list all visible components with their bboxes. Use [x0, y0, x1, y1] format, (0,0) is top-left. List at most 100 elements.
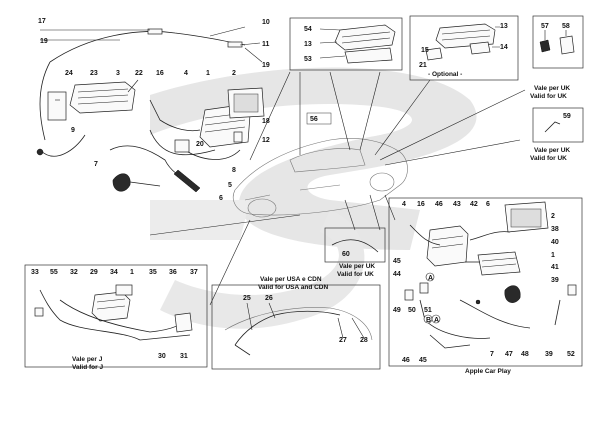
top-label-54: 54 [304, 26, 312, 33]
label-23: 23 [90, 70, 98, 77]
label-17: 17 [38, 18, 46, 25]
label-2: 2 [232, 70, 236, 77]
apple-label-38: 38 [551, 226, 559, 233]
label-10: 10 [262, 19, 270, 26]
optional-caption: - Optional - [428, 71, 462, 78]
optional-label-15: 15 [421, 47, 429, 54]
apple-label-45b: 45 [419, 357, 427, 364]
label-6: 6 [219, 195, 223, 202]
j-label-30: 30 [158, 353, 166, 360]
j-label-32: 32 [70, 269, 78, 276]
apple-caption: Apple Car Play [465, 368, 511, 375]
uk-box-center [324, 227, 386, 263]
label-7: 7 [94, 161, 98, 168]
usa-caption-it: Vale per USA e CDN [260, 276, 322, 283]
j-label-37: 37 [190, 269, 198, 276]
label-19a: 19 [40, 38, 48, 45]
j-label-34: 34 [110, 269, 118, 276]
usa-label-25: 25 [243, 295, 251, 302]
j-label-1: 1 [130, 269, 134, 276]
apple-label-52: 52 [567, 351, 575, 358]
top-box [289, 17, 403, 71]
label-5: 5 [228, 182, 232, 189]
apple-marker-a2: A [434, 317, 439, 324]
apple-label-50: 50 [408, 307, 416, 314]
label-20: 20 [196, 141, 204, 148]
uk-mid-part [544, 121, 561, 133]
usa-label-26: 26 [265, 295, 273, 302]
apple-carplay-box [388, 197, 583, 367]
apple-carplay-parts [404, 201, 577, 349]
label-9: 9 [71, 127, 75, 134]
apple-label-16: 16 [417, 201, 425, 208]
optional-box-parts [425, 23, 500, 61]
usa-label-27: 27 [339, 337, 347, 344]
label-18: 18 [262, 118, 270, 125]
apple-marker-a1: A [428, 275, 433, 282]
label-56: 56 [310, 116, 318, 123]
uk-top-label-57: 57 [541, 23, 549, 30]
apple-label-47: 47 [505, 351, 513, 358]
apple-label-39: 39 [551, 277, 559, 284]
uk-mid-caption-en: Valid for UK [530, 155, 567, 162]
apple-label-39b: 39 [545, 351, 553, 358]
label-8: 8 [232, 167, 236, 174]
label-12: 12 [262, 137, 270, 144]
uk-mid-label-59: 59 [563, 113, 571, 120]
j-label-31: 31 [180, 353, 188, 360]
top-box-parts [319, 24, 396, 64]
usa-caption-en: Valid for USA and CDN [258, 284, 328, 291]
top-label-13: 13 [304, 41, 312, 48]
optional-box [409, 15, 519, 81]
label-24: 24 [65, 70, 73, 77]
leader-lines [149, 71, 526, 306]
apple-label-2: 2 [551, 213, 555, 220]
japan-box [24, 264, 208, 368]
usa-box [211, 284, 381, 370]
j-caption-it: Vale per J [72, 356, 103, 363]
apple-label-45: 45 [393, 258, 401, 265]
j-label-55: 55 [50, 269, 58, 276]
uk-box-mid [532, 107, 584, 143]
uk-mid-caption-it: Vale per UK [534, 147, 570, 154]
uk-top-label-58: 58 [562, 23, 570, 30]
apple-label-46b: 46 [402, 357, 410, 364]
uk-center-caption-it: Vale per UK [339, 263, 375, 270]
apple-label-43: 43 [453, 201, 461, 208]
head-unit-center [109, 87, 265, 193]
uk-top-caption-it: Vale per UK [534, 85, 570, 92]
watermark [150, 67, 477, 329]
j-caption-en: Valid for J [72, 364, 103, 371]
apple-label-51: 51 [424, 307, 432, 314]
label-4: 4 [184, 70, 188, 77]
uk-box-top [532, 15, 584, 69]
label-16: 16 [156, 70, 164, 77]
antenna-cable-group [36, 26, 263, 157]
note-box-56 [306, 112, 332, 125]
optional-label-14: 14 [500, 44, 508, 51]
apple-label-40: 40 [551, 239, 559, 246]
uk-top-caption-en: Valid for UK [530, 93, 567, 100]
apple-label-42: 42 [470, 201, 478, 208]
apple-marker-b: B [426, 317, 431, 324]
apple-label-44: 44 [393, 271, 401, 278]
apple-label-7: 7 [490, 351, 494, 358]
apple-label-41: 41 [551, 264, 559, 271]
radio-unit-left [47, 79, 139, 121]
japan-box-parts [34, 284, 193, 341]
label-19b: 19 [262, 62, 270, 69]
apple-label-1: 1 [551, 252, 555, 259]
j-label-29: 29 [90, 269, 98, 276]
label-1: 1 [206, 70, 210, 77]
uk-center-part [331, 239, 379, 253]
j-label-35: 35 [149, 269, 157, 276]
usa-box-parts [224, 302, 373, 356]
optional-label-21: 21 [419, 62, 427, 69]
label-22: 22 [135, 70, 143, 77]
top-label-53: 53 [304, 56, 312, 63]
apple-label-49: 49 [393, 307, 401, 314]
usa-label-28: 28 [360, 337, 368, 344]
car-outline [232, 138, 408, 218]
